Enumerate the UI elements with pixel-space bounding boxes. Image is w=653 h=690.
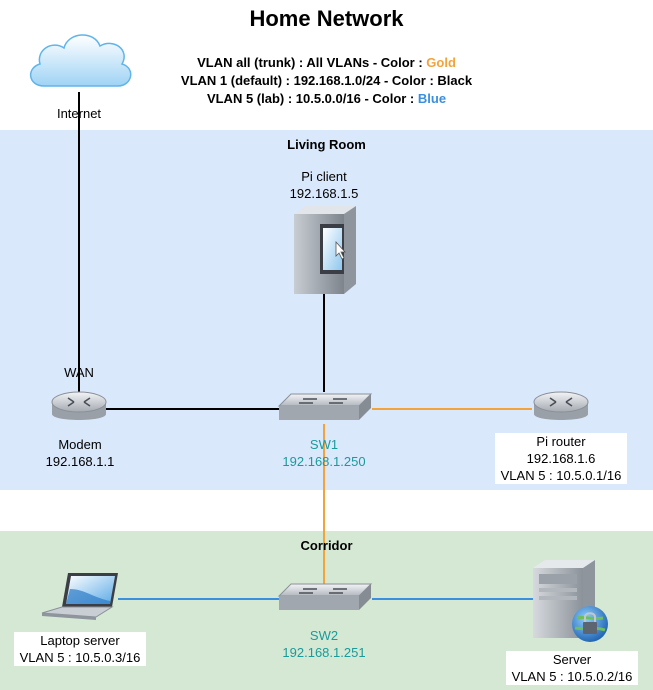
- living-room-label: Living Room: [287, 137, 366, 152]
- cloud-icon: [30, 34, 132, 87]
- sw1-ip: 192.168.1.250: [282, 454, 366, 469]
- pi-router-vlan: VLAN 5 : 10.5.0.1/16: [495, 467, 627, 484]
- laptop-server-vlan: VLAN 5 : 10.5.0.3/16: [14, 649, 146, 666]
- laptop-server-name: Laptop server: [14, 632, 146, 649]
- modem-wan-label: WAN: [64, 365, 94, 380]
- server-name: Server: [506, 651, 638, 668]
- legend-trunk: VLAN all (trunk) : All VLANs - Color : G…: [197, 55, 456, 70]
- legend-vlan5-color: Blue: [417, 91, 447, 106]
- server-vlan: VLAN 5 : 10.5.0.2/16: [506, 668, 638, 685]
- switch-icon: [277, 583, 373, 610]
- legend-trunk-color: Gold: [426, 55, 456, 70]
- router-icon: [51, 391, 107, 420]
- pi-router-ip: 192.168.1.6: [495, 450, 627, 467]
- router-icon: [533, 391, 589, 420]
- legend-vlan1: VLAN 1 (default) : 192.168.1.0/24 - Colo…: [180, 73, 473, 88]
- diagram-title: Home Network: [249, 6, 404, 31]
- pi-client-ip: 192.168.1.5: [289, 186, 359, 201]
- sw2-ip: 192.168.1.251: [282, 645, 366, 660]
- pi-client-name: Pi client: [301, 169, 347, 184]
- laptop-icon: [41, 573, 118, 620]
- pi-router-name: Pi router: [495, 433, 627, 450]
- legend-vlan5: VLAN 5 (lab) : 10.5.0.0/16 - Color : Blu…: [206, 91, 447, 106]
- switch-icon: [277, 393, 373, 420]
- modem-name: Modem: [58, 437, 102, 452]
- living-room-zone: [0, 130, 653, 490]
- internet-label: Internet: [56, 106, 102, 121]
- workstation-icon: [294, 206, 356, 294]
- sw1-name: SW1: [309, 437, 339, 452]
- secure-server-icon: [533, 560, 608, 642]
- sw2-name: SW2: [309, 628, 339, 643]
- corridor-label: Corridor: [300, 538, 353, 553]
- modem-ip: 192.168.1.1: [45, 454, 115, 469]
